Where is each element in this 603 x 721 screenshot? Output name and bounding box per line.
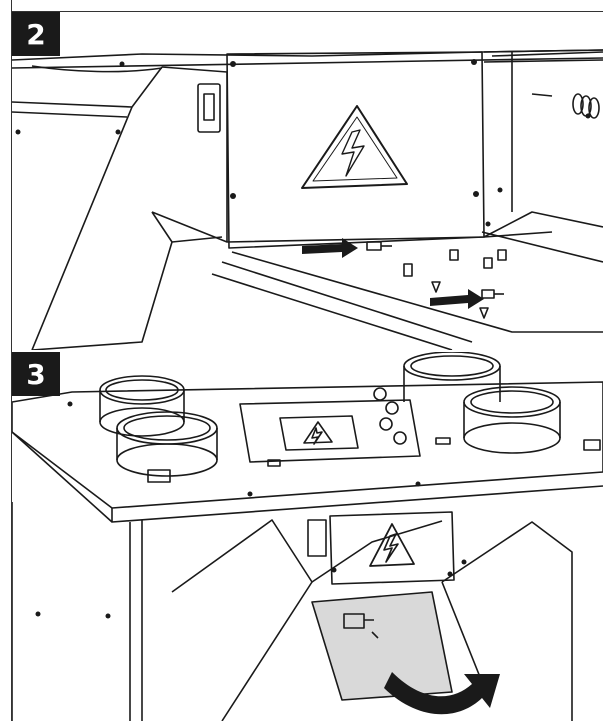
cable-glands xyxy=(373,387,407,445)
step-3-illustration xyxy=(12,352,603,721)
clamp xyxy=(147,469,171,483)
step-3-badge: 3 xyxy=(12,352,60,396)
curved-arrow-icon xyxy=(384,672,500,715)
step-2-panel: 2 xyxy=(12,12,603,350)
page-top-border xyxy=(12,11,603,12)
rocker-switch xyxy=(197,83,221,133)
step-2-badge: 2 xyxy=(12,12,60,56)
duct-collars xyxy=(99,352,561,477)
arrow-right-icon xyxy=(302,238,358,258)
high-voltage-warning-icon xyxy=(303,421,333,445)
step-3-panel: 3 xyxy=(12,352,603,721)
high-voltage-warning-icon xyxy=(301,105,408,189)
electrical-box-cover xyxy=(329,511,455,585)
left-leg xyxy=(129,520,143,721)
unit-top-plate xyxy=(12,381,603,509)
duct-opening-left xyxy=(31,65,163,73)
left-panel-edge xyxy=(161,66,228,242)
rocker-switch xyxy=(307,519,327,557)
screws xyxy=(15,59,591,227)
screws xyxy=(35,401,467,619)
control-board xyxy=(311,591,453,701)
electrical-box-cover xyxy=(226,51,485,249)
arrow-right-icon xyxy=(430,289,484,309)
high-voltage-warning-icon xyxy=(369,523,415,567)
step-2-illustration xyxy=(12,49,603,350)
cable-glands xyxy=(531,93,600,119)
page-left-border xyxy=(11,0,12,721)
removed-screws xyxy=(366,241,507,319)
